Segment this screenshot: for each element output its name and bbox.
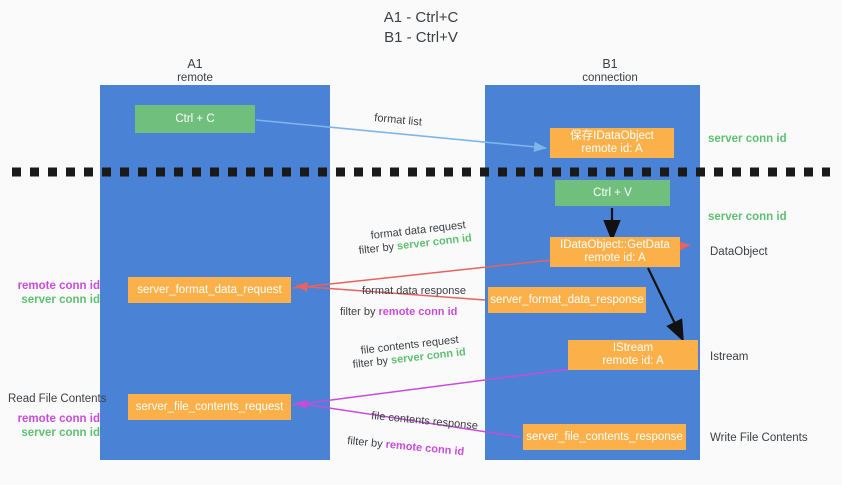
arrow-label-format-list: format list [373,111,423,129]
remote-conn-id-text: remote conn id [385,438,465,459]
filter-by-text: filter by [352,354,392,371]
box-server-format-data-request-label: server_format_data_request [137,283,282,296]
box-server-format-data-response[interactable]: server_format_data_response [488,287,646,313]
filter-by-text: filter by [358,240,398,257]
box-istream-line1: IStream [612,342,654,354]
label-istream: Istream [710,351,749,363]
box-server-file-contents-response-label: server_file_contents_response [526,430,683,443]
label-dataobject: DataObject [710,246,768,258]
box-idataobject-getdata-line1: IDataObject::GetData [560,239,670,251]
filter-by-text: filter by [340,306,379,318]
filter-by-text: filter by [346,434,387,451]
box-server-file-contents-request-label: server_file_contents_request [135,400,284,413]
label-remote-conn-id-2: remote conn id [17,413,100,425]
remote-conn-id-text: remote conn id [378,306,458,318]
label-server-conn-id-left-2: server conn id [21,427,100,439]
box-idataobject-getdata[interactable]: IDataObject::GetData remote id: A [550,237,680,267]
arrow-label-file-contents-response-filter: filter by remote conn id [347,434,465,459]
box-server-format-data-response-label: server_format_data_response [490,293,644,306]
box-ctrl-c[interactable]: Ctrl + C [135,105,255,133]
box-server-file-contents-request[interactable]: server_file_contents_request [128,394,291,420]
label-left-conn-ids-bottom: remote conn id server conn id [10,412,100,440]
arrow-label-format-data-response: format data response [362,285,466,297]
box-save-idataobject-line2: remote id: A [581,143,643,155]
box-ctrl-v[interactable]: Ctrl + V [555,180,670,206]
label-remote-conn-id-1: remote conn id [17,280,100,292]
box-save-idataobject[interactable]: 保存IDataObject remote id: A [550,128,674,158]
title-line-2: B1 - Ctrl+V [384,29,458,46]
box-save-idataobject-line1: 保存IDataObject [570,130,654,142]
box-server-file-contents-response[interactable]: server_file_contents_response [523,424,686,450]
arrow-label-format-data-response-filter: filter by remote conn id [340,305,457,319]
box-ctrl-v-label: Ctrl + V [593,186,632,199]
label-server-conn-id-left-1: server conn id [21,294,100,306]
box-server-format-data-request[interactable]: server_format_data_request [128,277,291,303]
column-header-b1: B1 connection [540,57,680,85]
column-header-b1-sub: connection [582,72,638,84]
column-header-a1-name: A1 [187,57,203,71]
title-line-1: A1 - Ctrl+C [383,9,459,26]
column-header-b1-name: B1 [602,57,618,71]
box-ctrl-c-label: Ctrl + C [175,112,215,125]
label-server-conn-id-top: server conn id [708,133,787,145]
label-read-file-contents: Read File Contents [8,393,107,405]
box-idataobject-getdata-line2: remote id: A [584,252,646,264]
column-header-a1-sub: remote [177,72,213,84]
box-istream-line2: remote id: A [602,355,664,367]
label-write-file-contents: Write File Contents [710,432,808,444]
column-header-a1: A1 remote [125,57,265,85]
arrow-label-file-contents-response: file contents response [370,409,479,433]
diagram-title: A1 - Ctrl+C B1 - Ctrl+V [0,8,842,48]
label-server-conn-id-second: server conn id [708,211,787,223]
box-istream[interactable]: IStream remote id: A [568,340,698,370]
label-left-conn-ids-top: remote conn id server conn id [10,279,100,307]
